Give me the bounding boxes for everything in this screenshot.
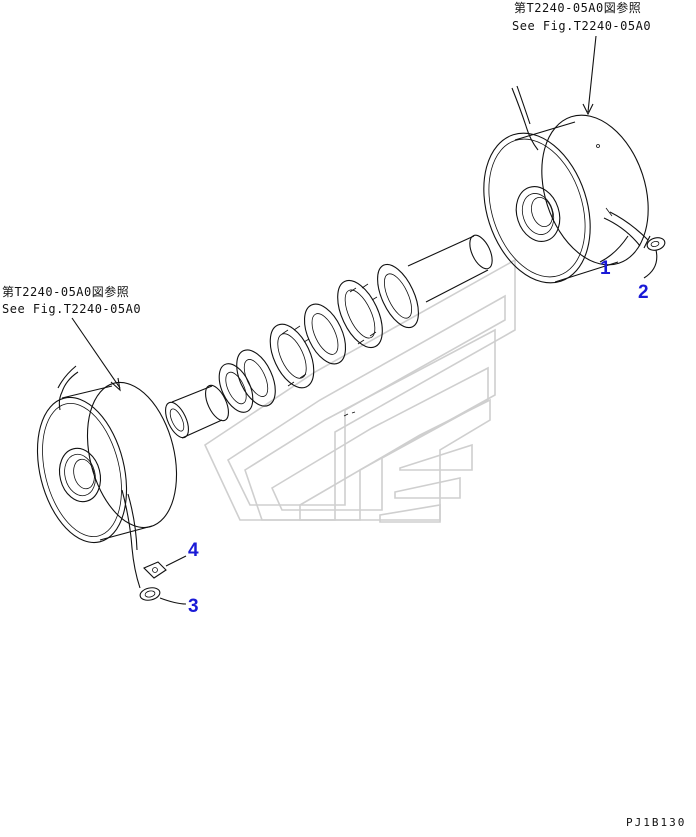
watermark-logo (203, 258, 516, 523)
reference-note-left: 第T2240-05A0図参照 See Fig.T2240-05A0 (2, 284, 141, 316)
callout-3[interactable]: 3 (188, 596, 199, 617)
reference-jp-top-right: 第T2240-05A0図参照 (514, 0, 641, 15)
reference-note-top-right: 第T2240-05A0図参照 See Fig.T2240-05A0 (512, 0, 651, 33)
leader-lines (71, 35, 658, 605)
left-drum-assembly (36, 365, 178, 601)
reference-jp-left: 第T2240-05A0図参照 (2, 284, 129, 299)
drawing-code: PJ1B130 (626, 816, 686, 829)
reference-en-left: See Fig.T2240-05A0 (2, 302, 141, 316)
shaft-and-bearing-stack (165, 234, 493, 439)
reference-en-top-right: See Fig.T2240-05A0 (512, 19, 651, 33)
callout-2[interactable]: 2 (638, 282, 649, 303)
right-drum-assembly (483, 85, 666, 284)
callout-4[interactable]: 4 (188, 540, 199, 561)
callout-1[interactable]: 1 (600, 258, 611, 279)
